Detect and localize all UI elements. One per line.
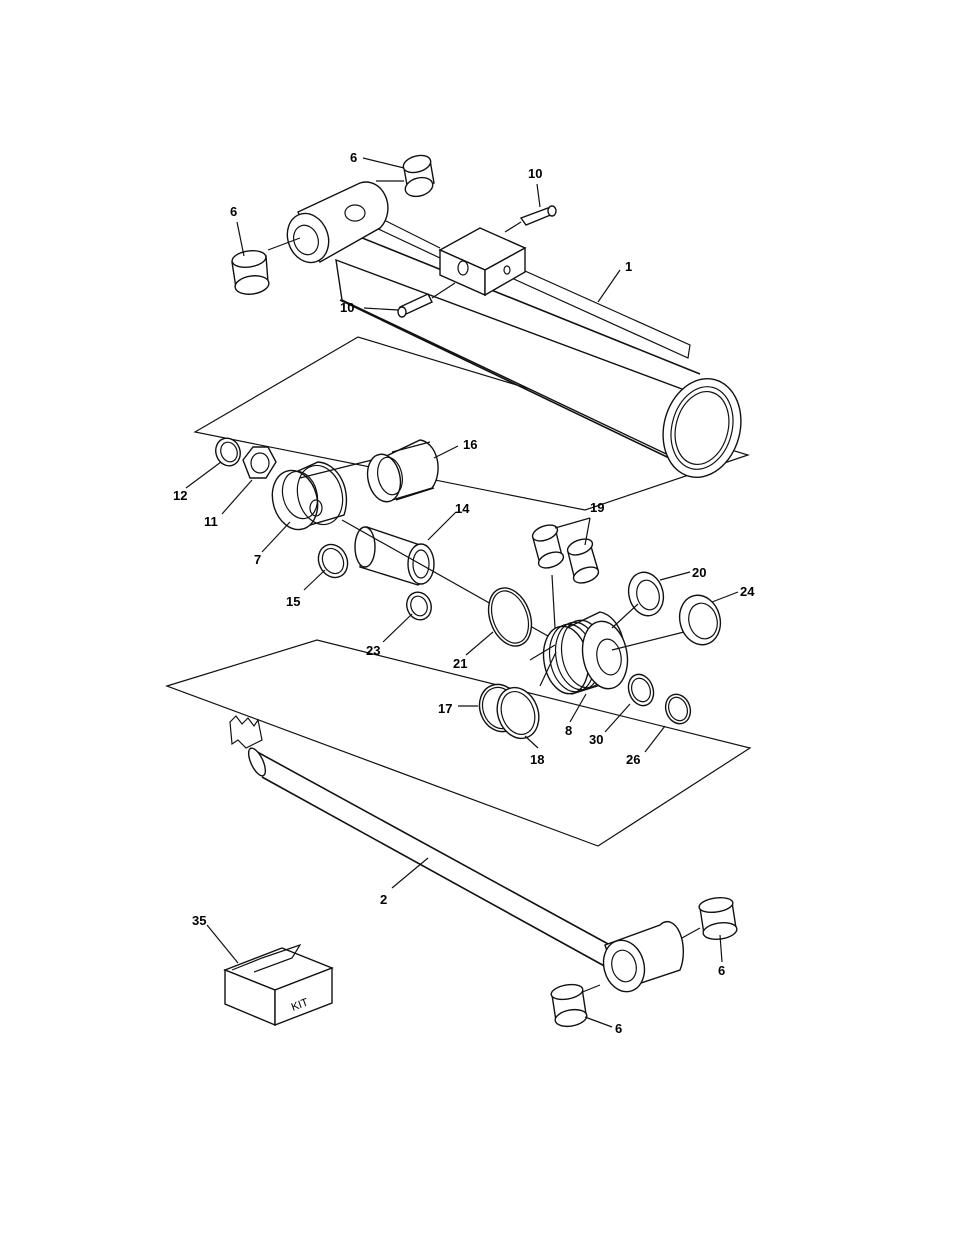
o-ring-15 — [317, 543, 349, 579]
seal-16 — [366, 439, 439, 503]
leader-line — [551, 574, 556, 629]
lower-plane — [165, 639, 752, 847]
callout-labels: 6 10 6 1 10 16 12 11 14 7 19 20 24 15 23… — [173, 150, 755, 1036]
callout-24: 24 — [740, 584, 755, 599]
retaining-ring-12 — [215, 437, 241, 467]
fitting-top — [504, 205, 557, 233]
callout-16: 16 — [463, 437, 477, 452]
wear-ring-19a — [531, 524, 565, 569]
callout-20: 20 — [692, 565, 706, 580]
ring-26 — [664, 693, 692, 725]
callout-10-a: 10 — [528, 166, 542, 181]
bushing-bottom-left — [550, 983, 588, 1028]
leader-line — [299, 459, 373, 479]
callout-19: 19 — [590, 500, 604, 515]
kit-box-35: KIT — [223, 943, 334, 1027]
callout-6-d: 6 — [615, 1021, 622, 1036]
callout-15: 15 — [286, 594, 300, 609]
callout-35: 35 — [192, 913, 206, 928]
piston-8 — [542, 611, 629, 695]
callout-12: 12 — [173, 488, 187, 503]
upper-plane — [193, 336, 750, 511]
callout-10-b: 10 — [340, 300, 354, 315]
callout-2: 2 — [380, 892, 387, 907]
bushing-top-left — [231, 250, 270, 295]
leader-lines — [185, 157, 739, 1028]
cylinder-barrel — [286, 181, 742, 478]
callout-14: 14 — [455, 501, 470, 516]
seal-24 — [678, 594, 722, 646]
callout-7: 7 — [254, 552, 261, 567]
callout-30: 30 — [589, 732, 603, 747]
callout-6-c: 6 — [718, 963, 725, 978]
wear-ring-19b — [566, 538, 600, 584]
bushing-bottom-right — [698, 896, 738, 940]
callout-21: 21 — [453, 656, 467, 671]
bushing-top-right — [402, 154, 435, 198]
callout-6-a: 6 — [350, 150, 357, 165]
kit-label: KIT — [290, 996, 310, 1013]
head-gland-7 — [271, 461, 348, 531]
leader-line — [267, 237, 301, 251]
callout-8: 8 — [565, 723, 572, 738]
callout-6-b: 6 — [230, 204, 237, 219]
piston-rod-2 — [229, 715, 701, 996]
o-ring-21 — [487, 587, 533, 647]
spacer-14 — [354, 526, 435, 586]
callout-26: 26 — [626, 752, 640, 767]
seal-20 — [627, 571, 665, 617]
callout-18: 18 — [530, 752, 544, 767]
callout-11: 11 — [204, 514, 218, 529]
callout-17: 17 — [438, 701, 452, 716]
callout-1: 1 — [625, 259, 632, 274]
fitting-bottom — [397, 282, 456, 318]
callout-23: 23 — [366, 643, 380, 658]
ring-30 — [627, 673, 655, 707]
nut-11 — [242, 446, 277, 479]
